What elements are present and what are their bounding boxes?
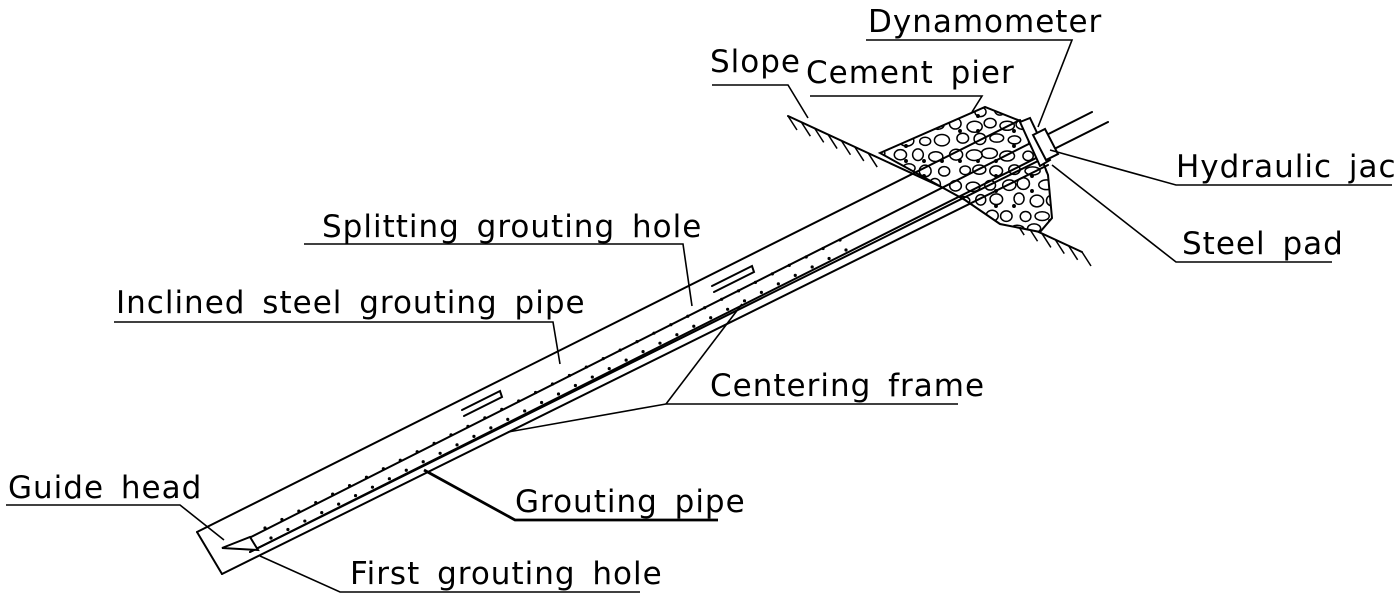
grouting-holes [263, 238, 848, 540]
label-hydraulic-jack: Hydraulic jack [1176, 149, 1398, 185]
guide-head-icon [221, 535, 260, 552]
label-inclined-steel-grouting-pipe: Inclined steel grouting pipe [116, 285, 586, 321]
label-steel-pad: Steel pad [1182, 226, 1344, 262]
label-dynamometer: Dynamometer [868, 4, 1102, 40]
label-first-grouting-hole: First grouting hole [350, 556, 663, 592]
label-slope: Slope [710, 44, 801, 80]
leader-lines [6, 39, 1392, 593]
centering-frame [461, 264, 756, 417]
label-cement-pier: Cement pier [806, 55, 1015, 91]
grouting-pipe [249, 159, 1041, 553]
borehole [196, 119, 1049, 575]
label-grouting-pipe: Grouting pipe [515, 484, 746, 520]
label-splitting-grouting-hole: Splitting grouting hole [322, 209, 702, 245]
anchor-head-assembly [1018, 116, 1060, 168]
label-centering-frame: Centering frame [710, 368, 985, 404]
label-guide-head: Guide head [8, 470, 202, 506]
